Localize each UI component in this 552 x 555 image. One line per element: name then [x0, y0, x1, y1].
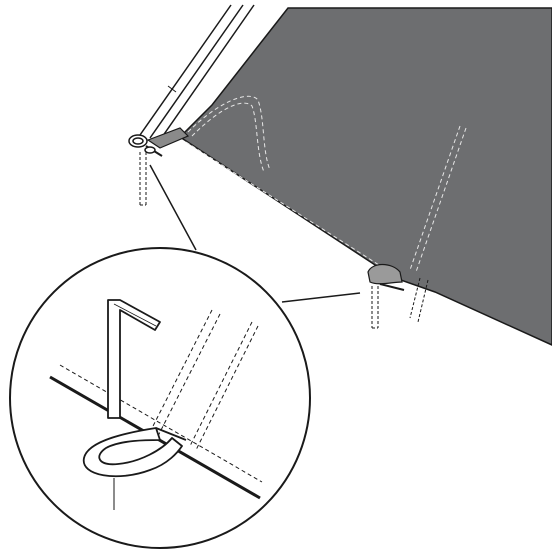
fabric-seams — [185, 95, 467, 273]
detail-magnifier-circle — [9, 247, 311, 549]
pole-foot-ring — [128, 134, 163, 157]
tent-peg — [371, 286, 379, 329]
callout-leaders — [149, 164, 361, 303]
corner-dashes — [409, 277, 429, 323]
tent-pole — [139, 4, 255, 141]
corner-peg-head — [379, 283, 405, 291]
stake-loop — [367, 263, 403, 285]
detail-peg-icon — [107, 299, 161, 419]
pole-stake — [139, 152, 147, 206]
pole-strap — [146, 127, 190, 149]
detail-stake-loop — [83, 427, 187, 478]
tent-fabric — [178, 7, 552, 346]
